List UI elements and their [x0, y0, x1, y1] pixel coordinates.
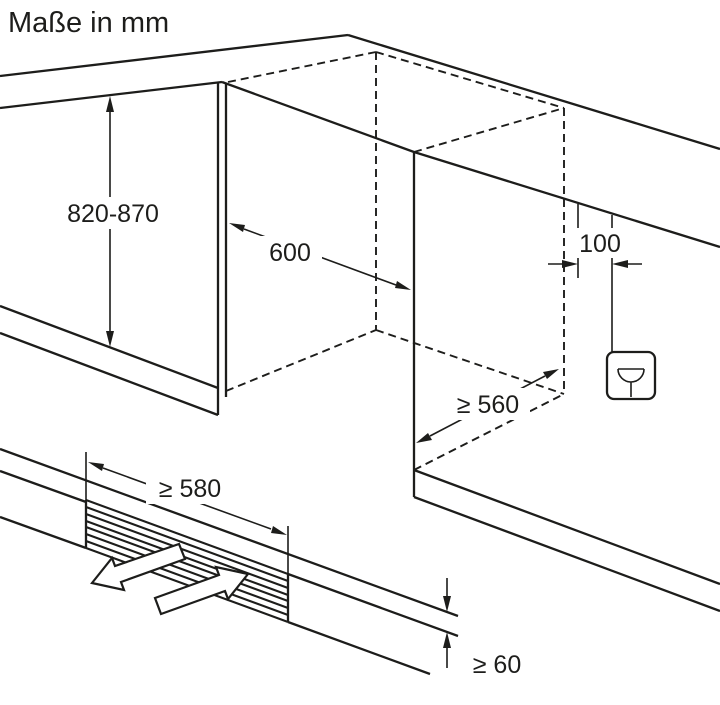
plinth-line — [0, 447, 459, 676]
power-socket-icon — [605, 350, 657, 401]
arrowhead-right — [395, 281, 411, 290]
arrowhead-down — [443, 596, 451, 612]
airflow-out-icon — [90, 542, 187, 592]
dimension-niche-height: 820-870 — [55, 96, 171, 347]
socket-offset-label: 100 — [579, 230, 621, 258]
dimension-niche-width: 600 — [229, 223, 411, 290]
label-background — [258, 236, 322, 268]
arrowhead-down — [106, 331, 114, 347]
dimension-niche-depth: ≥ 560 — [416, 369, 559, 443]
worktop-line — [0, 33, 720, 249]
dimension-vent-height: ≥ 60 — [443, 578, 534, 680]
socket-glyph — [617, 368, 645, 397]
arrowhead-left — [88, 462, 104, 471]
niche-depth-label: ≥ 560 — [457, 391, 519, 419]
arrowhead-up — [106, 96, 114, 112]
floor-lines — [0, 304, 720, 613]
vent-height-label: ≥ 60 — [473, 651, 521, 679]
arrowhead-right — [271, 526, 287, 535]
cabinet-walls — [216, 82, 416, 497]
dimension-socket-offset: 100 — [548, 204, 642, 352]
floor-line — [0, 304, 720, 613]
airflow-arrow-out — [90, 542, 187, 592]
label-background — [146, 472, 234, 504]
worktop-edges — [0, 33, 720, 249]
cavity-dashed-line — [225, 51, 565, 471]
label-background — [573, 228, 627, 258]
page-title: Maße in mm — [8, 7, 169, 39]
vent-width-label: ≥ 580 — [159, 475, 221, 503]
arrowhead-left — [229, 223, 245, 232]
niche-height-label: 820-870 — [67, 200, 159, 228]
airflow-arrow-in — [153, 565, 250, 616]
arrowhead-up — [443, 632, 451, 648]
airflow-in-icon — [153, 565, 250, 616]
plinth-detail-lines — [0, 447, 459, 676]
label-background — [462, 648, 534, 680]
arrowhead-front — [416, 433, 432, 443]
niche-cavity-dashed-box — [225, 51, 565, 471]
vent-grille — [85, 499, 289, 623]
dim-line — [548, 204, 642, 352]
vent-grille-lines — [85, 499, 289, 623]
label-background — [55, 197, 171, 229]
socket-box — [605, 350, 657, 401]
arrowhead-right — [562, 260, 578, 268]
arrowhead-left — [612, 260, 628, 268]
niche-width-label: 600 — [269, 239, 311, 267]
dimension-vent-width: ≥ 580 — [85, 452, 289, 579]
arrowhead-back — [543, 369, 559, 379]
label-background — [446, 388, 530, 420]
cabinet-wall-line — [216, 82, 416, 497]
